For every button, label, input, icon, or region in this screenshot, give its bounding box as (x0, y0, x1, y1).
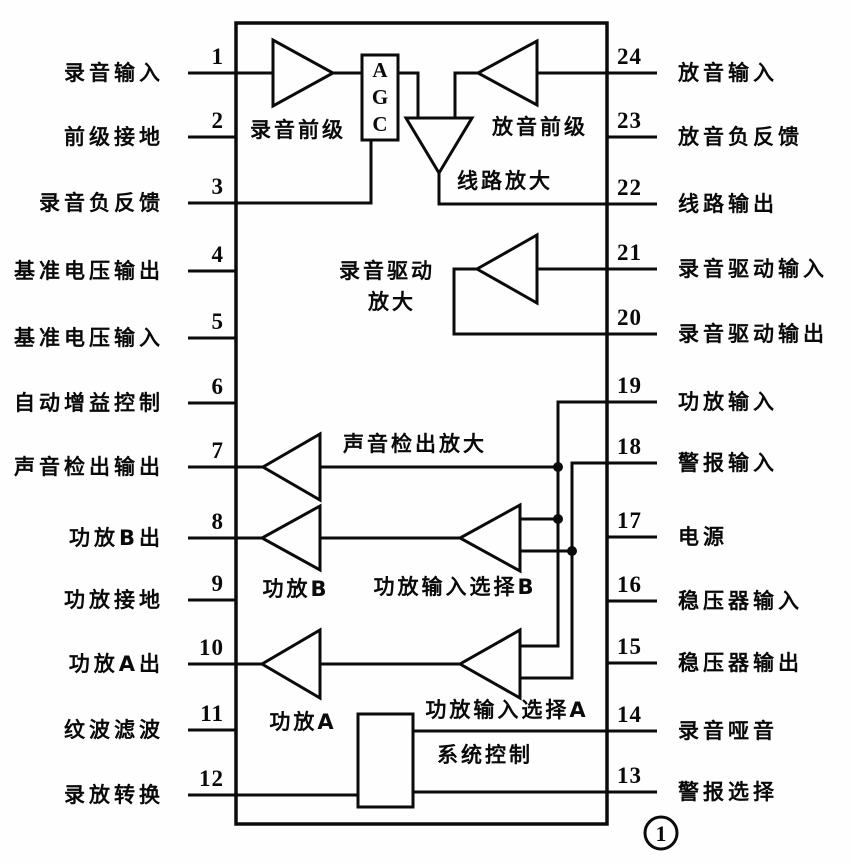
pin-23-label: 放音负反馈 (678, 125, 803, 149)
pin-19-number: 19 (617, 373, 642, 398)
pin-3-label: 录音负反馈 (39, 191, 164, 215)
pin-15-number: 15 (617, 634, 642, 659)
agc-box (360, 53, 400, 142)
system-control-label: 系统控制 (437, 743, 533, 767)
pin-11-label: 纹波滤波 (64, 718, 164, 742)
pin-8-number: 8 (211, 509, 224, 534)
agc-letter-c: C (372, 112, 388, 136)
amp-triangle-sound-detect (260, 431, 322, 503)
pin-20-label: 录音驱动输出 (678, 322, 828, 346)
amp-triangle-amp-a (259, 627, 322, 701)
pin-24-number: 24 (617, 44, 642, 69)
pin-22-label: 线路输出 (678, 192, 778, 216)
pin-1-label: 录音输入 (64, 61, 164, 85)
ic-outline (234, 21, 609, 826)
wire-recdrive-out-pin20 (452, 267, 657, 336)
wire-pin18-bus (520, 461, 657, 680)
pin-9-number: 9 (211, 571, 224, 596)
agc-label: A G C (362, 55, 398, 140)
rec-drive-label-line2: 放大 (368, 290, 416, 314)
agc-letter-g: G (371, 85, 389, 109)
pin-18-label: 警报输入 (678, 451, 778, 475)
amp-a-label: 功放A (269, 710, 337, 734)
pin-24-label: 放音输入 (678, 61, 778, 85)
pin-16-label: 稳压器输入 (678, 589, 803, 613)
junction-dot (567, 546, 577, 556)
pin-22-number: 22 (617, 175, 642, 200)
pin-11-number: 11 (200, 701, 224, 726)
pin-17-label: 电源 (678, 525, 728, 549)
pin-3-number: 3 (211, 174, 224, 199)
pin-4-label: 基准电压输出 (14, 259, 164, 283)
pin-6-label: 自动增益控制 (14, 391, 164, 415)
pin-15-label: 稳压器输出 (678, 651, 803, 675)
pin-5-number: 5 (211, 309, 224, 334)
sound-detect-label: 声音检出放大 (343, 432, 487, 456)
junction-dot (553, 462, 563, 472)
pin-20-number: 20 (617, 305, 642, 330)
pin-21-label: 录音驱动输入 (678, 257, 828, 281)
amp-triangle-rec-preamp (271, 37, 337, 109)
pin-5-label: 基准电压输入 (14, 326, 164, 350)
amp-triangle-play-preamp (474, 38, 539, 108)
pin-7-number: 7 (211, 438, 224, 463)
pin-14-label: 录音哑音 (678, 719, 778, 743)
pin-2-label: 前级接地 (64, 125, 164, 149)
pin-16-number: 16 (617, 572, 642, 597)
select-a-label: 功放输入选择A (425, 698, 589, 722)
pin-10-number: 10 (199, 635, 224, 660)
pin-6-number: 6 (211, 374, 224, 399)
pin-8-label: 功放B出 (68, 526, 164, 550)
pin-7-label: 声音检出输出 (14, 455, 164, 479)
junction-dot (553, 514, 563, 524)
pin-10-label: 功放A出 (68, 652, 164, 676)
pin-17-number: 17 (617, 508, 642, 533)
amp-triangle-select-b (456, 502, 522, 574)
pin-23-number: 23 (617, 108, 642, 133)
pin-14-number: 14 (617, 702, 642, 727)
play-preamp-label: 放音前级 (492, 115, 588, 139)
amp-triangle-select-a (456, 627, 522, 701)
amp-triangle-rec-drive (473, 232, 539, 306)
pin-13-number: 13 (617, 763, 642, 788)
pin-4-number: 4 (211, 242, 224, 267)
select-b-label: 功放输入选择B (373, 575, 537, 599)
wire-pin3-agc-feedback (188, 140, 373, 205)
amp-b-label: 功放B (262, 577, 330, 601)
wire-lineamp-out-pin22 (437, 173, 657, 206)
wire-playpreamp-to-lineamp (453, 71, 478, 118)
pin-12-number: 12 (199, 766, 224, 791)
agc-letter-a: A (372, 58, 388, 82)
pin-18-number: 18 (617, 434, 642, 459)
rec-drive-label-line1: 录音驱动 (339, 259, 435, 283)
pin-13-label: 警报选择 (678, 780, 778, 804)
system-control-box (356, 712, 415, 809)
pin-19-label: 功放输入 (678, 390, 778, 414)
rec-preamp-label: 录音前级 (250, 118, 346, 142)
pin-9-label: 功放接地 (64, 588, 164, 612)
amp-triangle-line-amp (403, 116, 475, 176)
amp-triangle-amp-b (258, 503, 322, 573)
figure-number: 1 (655, 821, 667, 846)
figure-number-circle (643, 815, 679, 851)
pin-1-number: 1 (211, 44, 224, 69)
pin-12-label: 录放转换 (64, 783, 164, 807)
pin-2-number: 2 (211, 108, 224, 133)
line-amp-label: 线路放大 (457, 169, 553, 193)
pin-21-number: 21 (617, 240, 642, 265)
wire-agc-to-lineamp (398, 71, 420, 118)
